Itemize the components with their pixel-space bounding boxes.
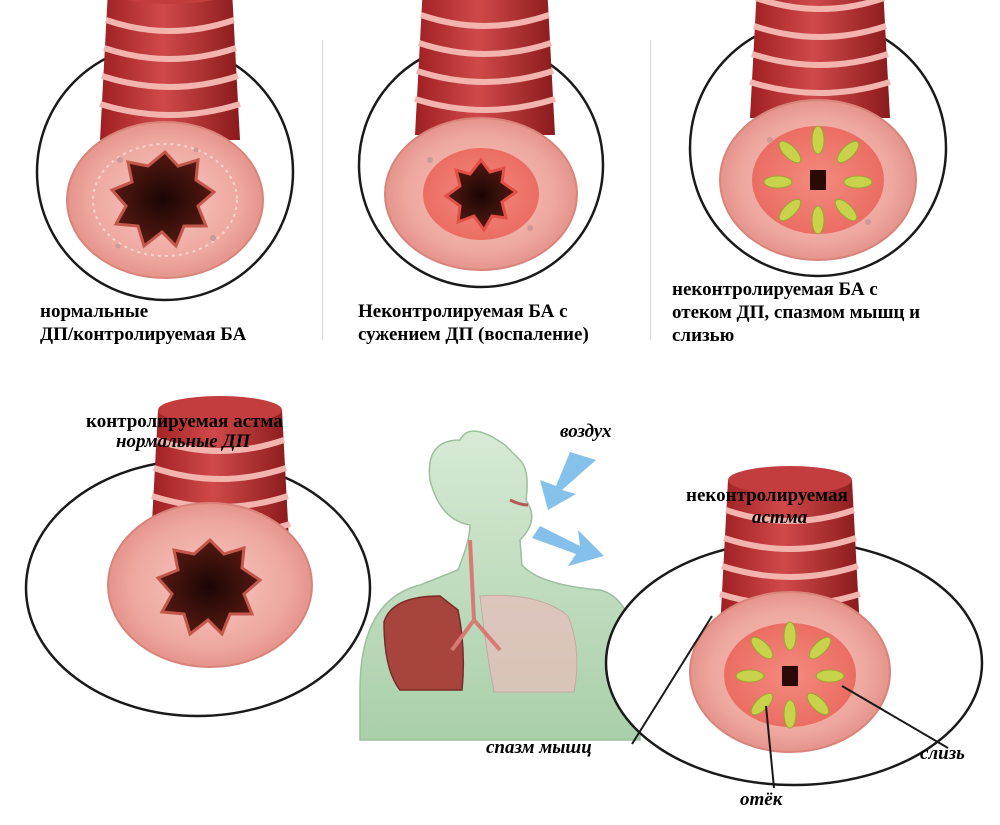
caption-line: отеком ДП, спазмом мышц и <box>672 301 920 324</box>
air-label: воздух <box>560 420 612 443</box>
uncontrolled-asthma-subtitle: астма <box>752 506 807 529</box>
air-flow-arrows <box>532 452 604 566</box>
caption-line: слизью <box>672 324 920 347</box>
caption-inflamed: Неконтролируемая БА с сужением ДП (воспа… <box>358 300 589 346</box>
airway-obstructed-illustration <box>690 0 946 276</box>
airway-inflamed-illustration <box>359 0 603 287</box>
normal-airways-subtitle: нормальные ДП <box>116 430 250 453</box>
caption-line: нормальные <box>40 300 246 323</box>
callout-muscle-spasm: спазм мышц <box>486 736 592 759</box>
caption-line: Неконтролируемая БА с <box>358 300 589 323</box>
callout-mucus: слизь <box>920 742 965 765</box>
caption-line: неконтролируемая БА с <box>672 278 920 301</box>
caption-obstructed: неконтролируемая БА с отеком ДП, спазмом… <box>672 278 920 347</box>
caption-line: сужением ДП (воспаление) <box>358 323 589 346</box>
human-torso-illustration <box>360 431 640 740</box>
caption-line: ДП/контролируемая БА <box>40 323 246 346</box>
uncontrolled-asthma-title: неконтролируемая <box>686 484 848 507</box>
callout-edema: отёк <box>740 788 782 811</box>
caption-normal: нормальные ДП/контролируемая БА <box>40 300 246 346</box>
airway-normal-illustration <box>37 0 293 300</box>
